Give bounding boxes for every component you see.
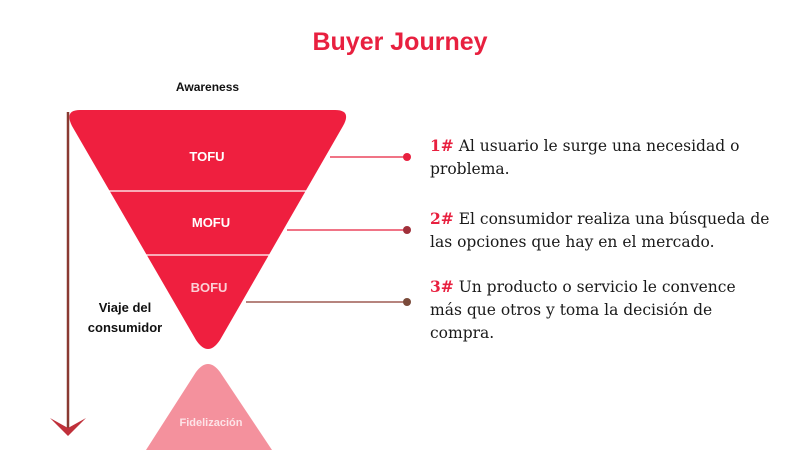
page-title: Buyer Journey (312, 28, 488, 56)
leader-dot-3 (403, 298, 411, 306)
fidelizacion-triangle (146, 364, 272, 450)
fidelizacion-label: Fidelización (179, 417, 243, 429)
step-3-description: 3# Un producto o servicio le convence má… (430, 275, 770, 345)
stage-bofu-label: BOFU (190, 280, 228, 295)
step-text: El consumidor realiza una búsqueda de la… (430, 210, 770, 251)
step-1-description: 1# Al usuario le surge una necesidad o p… (430, 134, 770, 181)
step-number: 1# (430, 136, 454, 155)
journey-arrow-head (50, 418, 86, 436)
stage-mofu-label: MOFU (191, 215, 231, 230)
journey-label-line-1: Viaje del (98, 300, 152, 315)
step-2-description: 2# El consumidor realiza una búsqueda de… (430, 207, 770, 254)
leader-dot-2 (403, 226, 411, 234)
step-text: Al usuario le surge una necesidad o prob… (430, 137, 740, 178)
step-text: Un producto o servicio le convence más q… (430, 278, 736, 342)
stage-tofu-label: TOFU (189, 149, 225, 164)
funnel-shape (69, 110, 347, 349)
journey-label-line-2: consumidor (87, 320, 163, 335)
leader-dot-1 (403, 153, 411, 161)
journey-label: Viaje del consumidor (80, 298, 170, 338)
step-number: 3# (430, 277, 454, 296)
step-number: 2# (430, 209, 454, 228)
awareness-label: Awareness (175, 80, 240, 94)
